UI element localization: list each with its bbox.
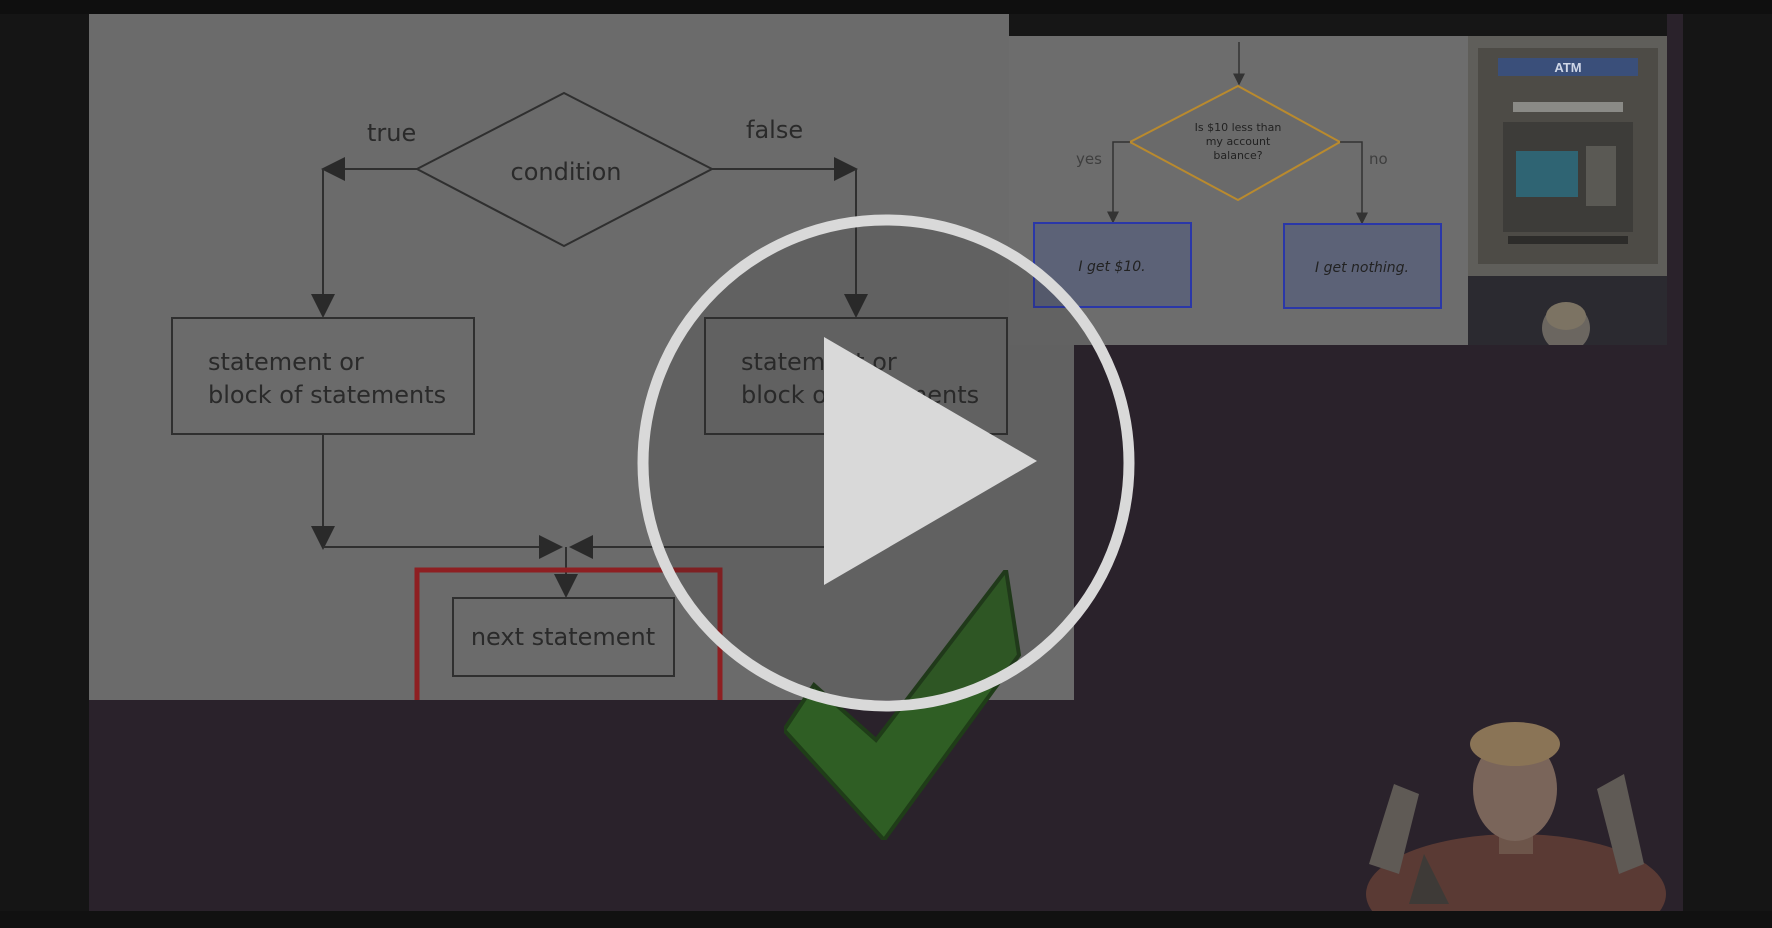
atm-photo: ATM — [1468, 36, 1667, 276]
slide-flowchart: condition true false statement or block … — [89, 14, 1074, 715]
left-statement-box — [171, 317, 475, 435]
atm-yes-arrow — [1107, 141, 1130, 224]
atm-no-arrow — [1340, 141, 1368, 225]
atm-question-line2: my account — [1206, 135, 1271, 148]
atm-machine-icon: ATM — [1478, 48, 1658, 264]
true-label: true — [367, 119, 416, 147]
presenter-video — [1366, 722, 1666, 911]
inset-atm-slide: Is $10 less than my account balance? yes… — [1009, 14, 1667, 352]
atm-yes-result: I get $10. — [1078, 259, 1145, 275]
atm-question-line3: balance? — [1213, 149, 1262, 162]
atm-flowchart: Is $10 less than my account balance? yes… — [1033, 42, 1442, 309]
atm-no-result: I get nothing. — [1315, 260, 1409, 276]
atm-yes-label: yes — [1076, 150, 1102, 168]
condition-label: condition — [511, 158, 622, 186]
presenter-thumbnail — [1468, 276, 1667, 352]
video-frame[interactable]: condition true false statement or block … — [89, 14, 1683, 911]
inset-top-bar — [1009, 14, 1667, 36]
next-statement-label: next statement — [471, 623, 655, 651]
svg-text:ATM: ATM — [1554, 60, 1581, 75]
false-label: false — [746, 116, 803, 144]
atm-question-diamond — [1127, 84, 1343, 202]
next-statement-box — [452, 597, 675, 677]
bottom-bar — [0, 911, 1772, 928]
left-statement-line1: statement or — [208, 348, 364, 376]
condition-diamond — [414, 91, 715, 248]
atm-no-box — [1283, 223, 1442, 309]
play-button[interactable] — [636, 213, 1136, 713]
play-icon — [824, 337, 1037, 585]
left-statement-line2: block of statements — [208, 381, 446, 409]
atm-no-label: no — [1369, 150, 1388, 168]
checkmark-icon — [784, 570, 1022, 840]
atm-question-line1: Is $10 less than — [1195, 121, 1282, 134]
top-bar — [0, 0, 1772, 14]
